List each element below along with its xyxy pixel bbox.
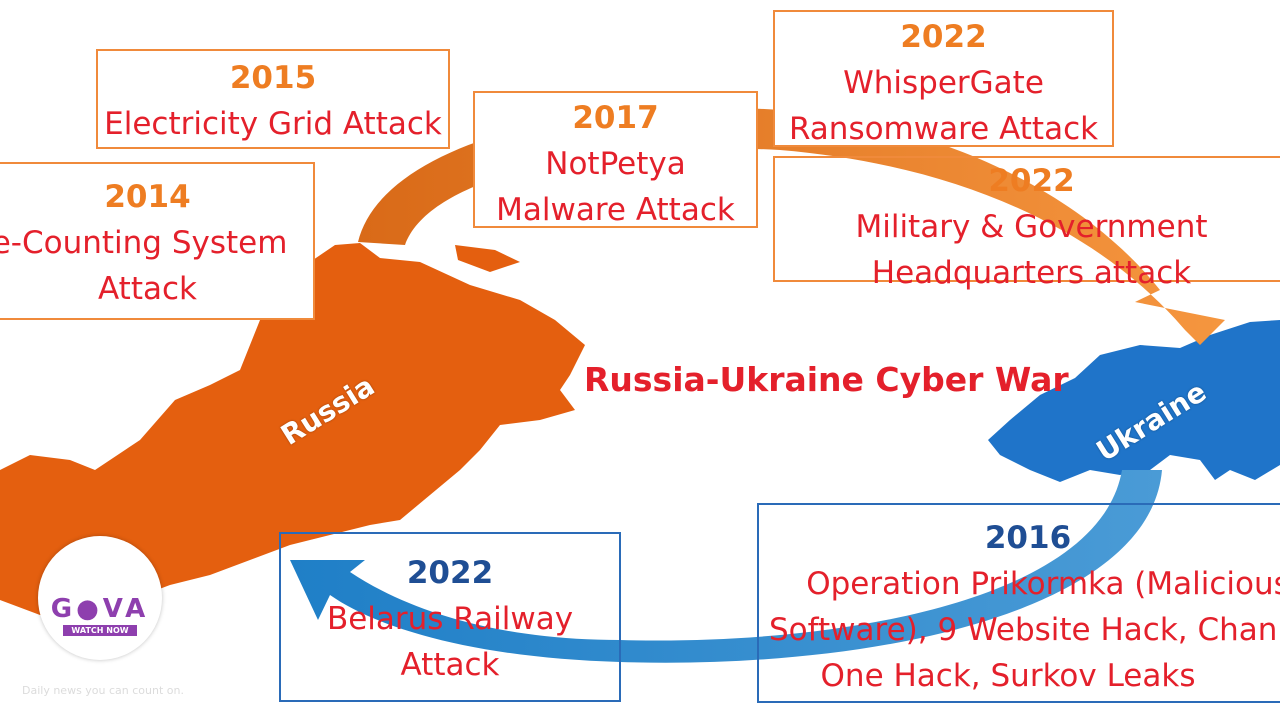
event-label: te-Counting System [0,225,288,261]
event-year: 2016 [984,520,1072,556]
logo-sub: WATCH NOW [38,625,162,636]
event-year: 2017 [572,100,659,136]
event-label: Attack [400,647,500,683]
russia-shape [0,243,585,615]
diagram-title: Russia-Ukraine Cyber War [584,360,1069,399]
event-year: 2022 [900,19,987,55]
logo-tagline: Daily news you can count on. [22,684,184,697]
event-label: Software), 9 Website Hack, Chann [769,612,1280,648]
event-year: 2022 [406,555,494,591]
event-box-2014: 2014 te-Counting System Attack [0,162,315,320]
event-label: Electricity Grid Attack [104,106,442,142]
ukraine-shape [988,320,1280,482]
event-label: Belarus Railway [326,601,574,637]
event-box-2017: 2017 NotPetya Malware Attack [473,91,758,228]
event-label: Ransomware Attack [788,111,1099,147]
event-box-2015: 2015 Electricity Grid Attack [96,49,450,149]
event-label: Military & Government [855,209,1208,245]
event-label: Attack [98,271,197,307]
event-year: 2014 [104,179,191,215]
gova-logo[interactable]: G●VA WATCH NOW [38,536,162,660]
event-box-2022-military: 2022 Military & Government Headquarters … [773,156,1280,291]
event-label: WhisperGate [843,65,1044,101]
event-label: One Hack, Surkov Leaks [820,658,1196,694]
event-label: Headquarters attack [871,255,1192,291]
russia-island [455,245,520,272]
logo-name: G●VA [50,594,150,624]
event-box-2016: 2016 Operation Prikormka (Malicious Soft… [757,503,1280,703]
event-label: Operation Prikormka (Malicious [806,566,1280,602]
event-year: 2022 [988,163,1075,199]
blue-arc-arrow [290,470,1162,663]
event-box-2022-whispergate: 2022 WhisperGate Ransomware Attack [773,10,1114,147]
event-box-2022-belarus: 2022 Belarus Railway Attack [279,532,621,702]
event-year: 2015 [229,60,317,96]
event-label: NotPetya [545,146,686,182]
event-label: Malware Attack [496,192,735,228]
